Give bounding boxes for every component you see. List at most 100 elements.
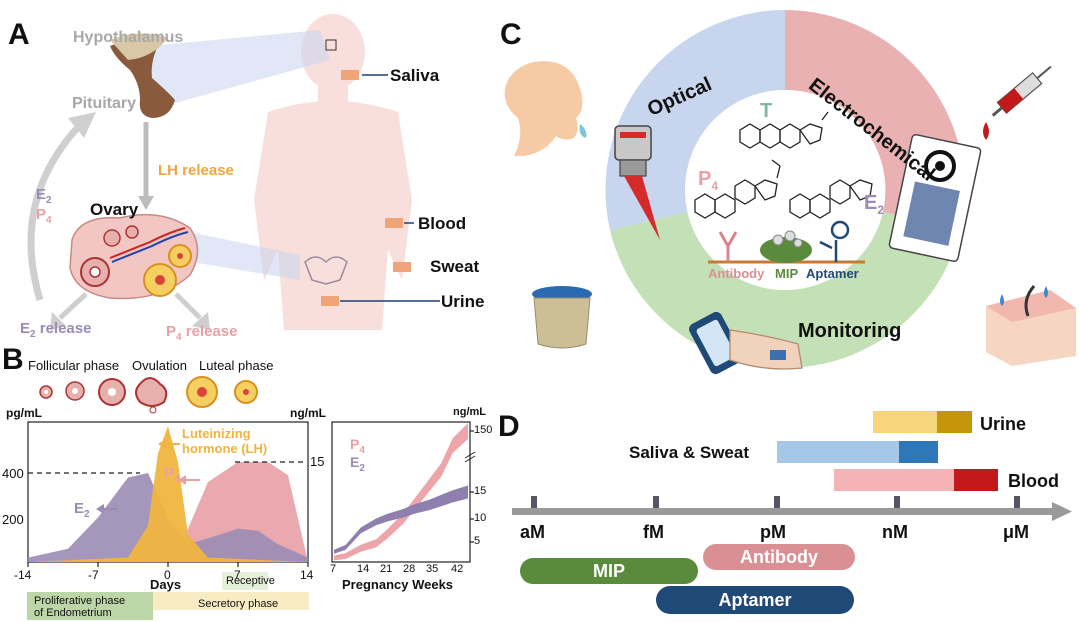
ytick-400: 400	[2, 466, 24, 481]
xtick-neg7: -7	[88, 568, 99, 582]
xtick-0: 0	[164, 568, 171, 582]
phase-follicular: Follicular phase	[28, 358, 120, 373]
axis-tick-pm: pM	[760, 522, 786, 542]
ovary-illustration	[69, 213, 199, 300]
antibody-icon	[718, 231, 738, 262]
hypothalamus-beam	[150, 30, 330, 110]
series-luteinizing-area	[28, 426, 308, 562]
urine-range-low	[873, 411, 937, 433]
brain-marker	[325, 39, 337, 51]
urine-marker	[321, 296, 339, 306]
wearable-monitor-icon	[689, 311, 803, 375]
label-p4-feedback: P4	[36, 206, 52, 226]
unit-pg-ml: pg/mL	[6, 406, 42, 420]
axis-tick-um: μM	[1003, 522, 1030, 542]
electrochemical-strip-icon	[888, 133, 982, 263]
label-t: T	[760, 100, 773, 122]
series-e2-pregnancy-band	[334, 485, 468, 554]
blood-range-low	[834, 469, 954, 491]
optical-probe-icon	[614, 125, 660, 240]
phase-luteal: Luteal phase	[199, 358, 274, 373]
mip-range-pill: MIP	[520, 558, 698, 584]
hypothalamus-region	[110, 33, 168, 60]
label-ovary: Ovary	[90, 200, 139, 219]
axis-tick-am: aM	[520, 522, 546, 542]
preg-ytick-150: 150	[474, 424, 493, 436]
preg-ytick-5: 5	[474, 535, 481, 547]
label-blood-d: Blood	[1008, 471, 1059, 491]
ytick-200: 200	[2, 512, 24, 527]
preg-p4-label: P4	[350, 436, 365, 456]
panel-label-a: A	[8, 18, 30, 51]
steroid-t	[739, 111, 829, 149]
concentration-axis	[512, 508, 1052, 515]
panel-a-illustration	[27, 14, 440, 330]
cycle-chart-plot	[28, 426, 308, 562]
preg-ytick-10: 10	[474, 512, 487, 524]
preg-e2-label: E2	[350, 454, 365, 474]
secretory-bar	[153, 592, 309, 610]
label-p4-release: P4 release	[166, 323, 238, 343]
label-hypothalamus: Hypothalamus	[73, 29, 184, 46]
e2-label: E2	[74, 500, 90, 520]
wheel-optical	[605, 10, 785, 230]
preg-xtick-28: 28	[403, 563, 416, 575]
blood-marker	[385, 218, 403, 228]
unit-ng-ml-preg: ng/mL	[453, 406, 486, 418]
receptive-bar	[222, 572, 268, 590]
urine-range-high	[937, 411, 972, 433]
proliferative-bar	[27, 592, 153, 620]
p4-label: P4	[164, 465, 180, 485]
preg-ytick-15: 15	[474, 485, 487, 497]
axis-tick-nm: nM	[882, 522, 908, 542]
ytick-15: 15	[310, 454, 325, 469]
aptamer-icon	[819, 220, 850, 262]
pregnancy-chart-plot	[334, 423, 468, 561]
label-sweat: Sweat	[430, 257, 480, 276]
phase-ovulation: Ovulation	[132, 358, 187, 373]
x-axis-label-pregnancy: Pregnancy Weeks	[342, 577, 454, 592]
axis-ticks	[531, 496, 1020, 508]
label-e2-feedback: E2	[36, 186, 52, 206]
blood-range-high	[954, 469, 998, 491]
label-urine-d: Urine	[980, 414, 1027, 434]
label-urine: Urine	[441, 292, 485, 311]
ovary-beam	[180, 230, 300, 280]
receptive-label: Receptive	[226, 575, 275, 587]
label-pituitary: Pituitary	[72, 95, 137, 112]
label-monitoring: Monitoring	[798, 320, 902, 342]
series-p4-pregnancy-band	[334, 423, 468, 561]
mip-icon	[760, 237, 812, 263]
antibody-range-pill: Antibody	[703, 544, 855, 570]
unit-ng-ml: ng/mL	[290, 406, 326, 420]
xtick-14: 14	[300, 568, 314, 582]
uterus-outline	[304, 256, 348, 285]
pituitary-gland	[110, 39, 175, 118]
preg-xtick-35: 35	[426, 563, 439, 575]
label-p4-steroid: P4	[698, 168, 719, 193]
x-axis-label-days: Days	[150, 577, 182, 592]
saliva-marker	[341, 70, 359, 80]
panel-label-d: D	[498, 410, 520, 443]
saliva-sweat-range-low	[777, 441, 899, 463]
axis-tick-fm: fM	[643, 522, 664, 542]
panel-d-scale	[512, 411, 1072, 521]
urine-cup-icon	[532, 286, 592, 349]
sweat-marker	[393, 262, 411, 272]
follicle-icons	[39, 376, 258, 414]
label-antibody-c: Antibody	[708, 266, 765, 281]
panel-b-graphics	[27, 376, 476, 620]
secretory-label: Secretory phase	[198, 598, 279, 610]
label-saliva-sweat-d: Saliva & Sweat	[629, 443, 750, 462]
label-e2-release: E2 release	[20, 320, 92, 340]
label-lh-release: LH release	[158, 162, 234, 179]
panel-label-b: B	[2, 343, 24, 376]
face-icon	[504, 61, 587, 156]
feedback-arrow	[27, 122, 83, 302]
label-e2-steroid: E2	[864, 192, 885, 217]
syringe-icon	[983, 65, 1052, 140]
steroid-p4	[694, 159, 781, 219]
label-blood: Blood	[418, 214, 467, 233]
preg-xtick-7: 7	[330, 563, 337, 575]
